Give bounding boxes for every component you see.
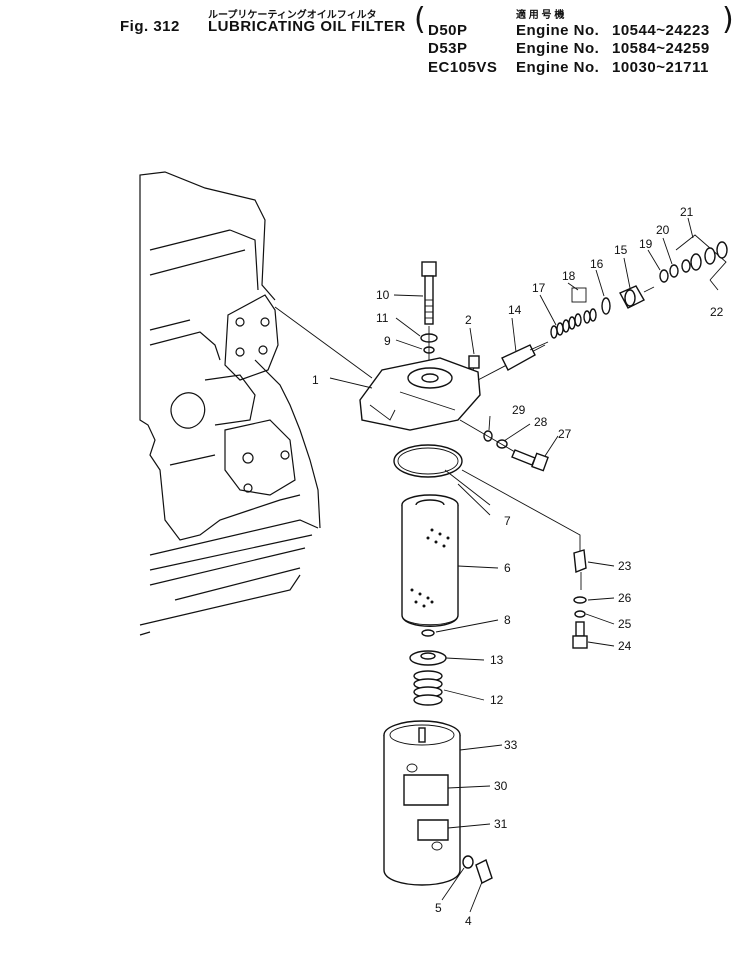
engine-range: 10544~24223 xyxy=(612,22,710,39)
callout-25: 25 xyxy=(618,617,632,631)
callout-5: 5 xyxy=(435,901,442,915)
callout-22: 22 xyxy=(710,305,724,319)
close-paren: ) xyxy=(722,2,734,37)
callout-19: 19 xyxy=(639,237,653,251)
engine-label: Engine No. xyxy=(516,22,600,39)
callout-2: 2 xyxy=(465,313,472,327)
callout-31: 31 xyxy=(494,817,508,831)
callout-29: 29 xyxy=(512,403,526,417)
callout-28: 28 xyxy=(534,415,548,429)
spring-seat-13 xyxy=(409,650,447,666)
engine-model: D53P xyxy=(428,40,468,57)
engine-model: D50P xyxy=(428,22,468,39)
o-ring-7 xyxy=(393,444,463,478)
engine-label: Engine No. xyxy=(516,59,600,76)
callout-15: 15 xyxy=(614,243,628,257)
callout-33: 33 xyxy=(504,738,518,752)
callout-16: 16 xyxy=(590,257,604,271)
nut-group-21 xyxy=(675,234,728,291)
leader-line xyxy=(461,469,581,553)
callout-30: 30 xyxy=(494,779,508,793)
shim-18 xyxy=(571,287,597,324)
callout-13: 13 xyxy=(490,653,504,667)
callout-11: 11 xyxy=(376,311,389,325)
callout-10: 10 xyxy=(376,288,390,302)
callout-23: 23 xyxy=(618,559,632,573)
drain-plug-4 xyxy=(475,859,493,884)
callout-6: 6 xyxy=(504,561,511,575)
engine-block xyxy=(139,171,321,636)
callout-8: 8 xyxy=(504,613,511,627)
callout-18: 18 xyxy=(562,269,576,283)
figure-number: Fig. 312 xyxy=(120,18,180,35)
leader-line xyxy=(274,306,373,379)
bolt-27 xyxy=(511,449,549,472)
callout-leaders xyxy=(329,217,694,913)
callout-12: 12 xyxy=(490,693,504,707)
valve-14 xyxy=(501,341,549,371)
figure-title: LUBRICATING OIL FILTER xyxy=(208,18,406,35)
gasket-16 xyxy=(601,297,611,315)
callout-26: 26 xyxy=(618,591,632,605)
engine-model: EC105VS xyxy=(428,59,498,76)
engine-range: 10584~24259 xyxy=(612,40,710,57)
washer-19 xyxy=(659,269,669,283)
callout-7: 7 xyxy=(504,514,511,528)
washer-20 xyxy=(669,264,679,278)
applicable-label: 適 用 号 機 xyxy=(516,10,565,21)
callout-9: 9 xyxy=(384,334,391,348)
callout-4: 4 xyxy=(465,914,472,928)
callout-14: 14 xyxy=(508,303,522,317)
callout-17: 17 xyxy=(532,281,546,295)
bolt-24 xyxy=(572,621,588,649)
filter-case-33 xyxy=(383,720,461,886)
callout-21: 21 xyxy=(680,205,694,219)
open-paren: ( xyxy=(414,2,426,37)
callout-24: 24 xyxy=(618,639,632,653)
title-japanese: ループリケーティングオイルフィルタ xyxy=(208,10,377,21)
spring-12 xyxy=(413,670,443,706)
bolt-10 xyxy=(421,261,437,325)
bracket-23 xyxy=(573,549,587,590)
callout-1: 1 xyxy=(312,373,319,387)
callout-20: 20 xyxy=(656,223,670,237)
filter-head-1 xyxy=(359,357,481,431)
callout-numbers: 1 2 4 5 6 7 8 9 10 11 12 13 14 15 16 17 … xyxy=(312,205,724,928)
callout-27: 27 xyxy=(558,427,572,441)
filter-element-6 xyxy=(401,494,459,627)
spring-17 xyxy=(550,313,582,339)
washer-5 xyxy=(462,855,474,869)
engine-range: 10030~21711 xyxy=(612,59,709,76)
washer-26 xyxy=(573,596,587,604)
lock-washer-25 xyxy=(574,610,586,618)
plug-15 xyxy=(619,285,655,309)
seal-8 xyxy=(421,629,435,637)
engine-label: Engine No. xyxy=(516,40,600,57)
